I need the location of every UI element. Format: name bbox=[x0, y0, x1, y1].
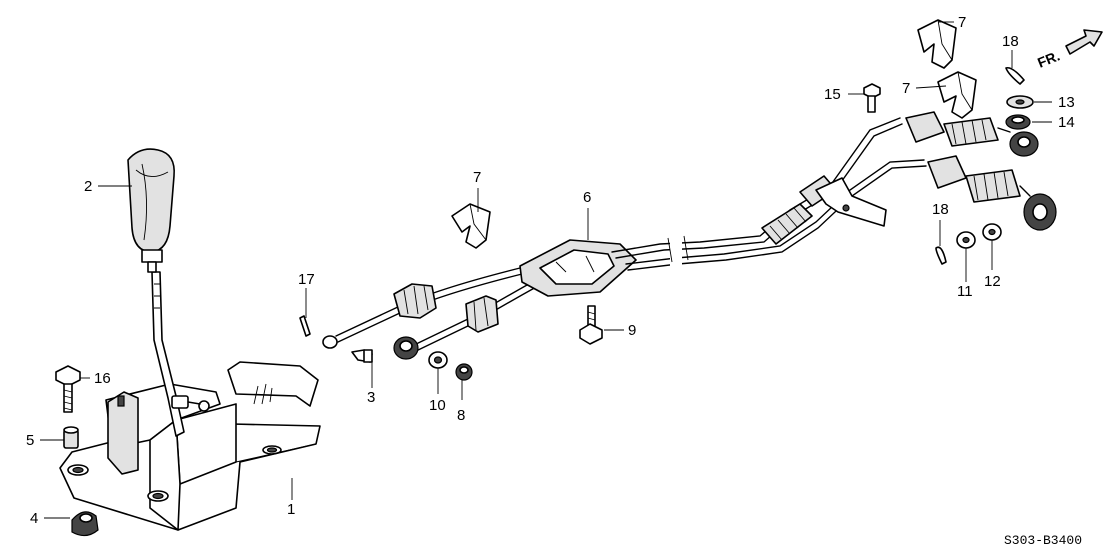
washer-part-13 bbox=[1006, 95, 1034, 109]
callout-7-top: 7 bbox=[958, 14, 966, 31]
callout-18-lower: 18 bbox=[932, 201, 949, 218]
front-direction-indicator bbox=[1065, 29, 1103, 55]
callout-7-middle: 7 bbox=[902, 80, 910, 97]
washer-part-12 bbox=[982, 223, 1002, 241]
shift-select-cable-assembly bbox=[322, 111, 1057, 360]
mount-bushing-part-4 bbox=[71, 511, 99, 537]
callout-2: 2 bbox=[84, 178, 92, 195]
callout-15: 15 bbox=[824, 86, 841, 103]
collar-part-5 bbox=[63, 426, 79, 449]
callout-labels: 1 2 3 4 5 6 7 7 7 8 9 10 11 12 13 14 15 … bbox=[26, 14, 1075, 527]
callout-13: 13 bbox=[1058, 94, 1075, 111]
callout-18-upper: 18 bbox=[1002, 33, 1019, 50]
cotter-pin-part-18-upper bbox=[1005, 66, 1025, 85]
bolt-part-9 bbox=[579, 305, 603, 345]
bushing-part-8 bbox=[455, 363, 473, 381]
leader-lines bbox=[40, 21, 1052, 519]
cable-clip-part-7-left bbox=[451, 203, 491, 249]
callout-7-left: 7 bbox=[473, 169, 481, 186]
callout-11: 11 bbox=[957, 283, 973, 300]
callout-9: 9 bbox=[628, 322, 636, 339]
callout-14: 14 bbox=[1058, 114, 1075, 131]
callout-3: 3 bbox=[367, 389, 375, 406]
callout-17: 17 bbox=[298, 271, 315, 288]
callout-4: 4 bbox=[30, 510, 38, 527]
pin-part-3 bbox=[351, 349, 373, 363]
cable-clip-part-7-top bbox=[917, 19, 957, 69]
front-direction-label: FR. bbox=[1035, 47, 1062, 70]
callout-8: 8 bbox=[457, 407, 465, 424]
bushing-part-14 bbox=[1005, 114, 1031, 130]
shift-knob bbox=[127, 148, 175, 273]
callout-12: 12 bbox=[984, 273, 1001, 290]
bolt-part-16 bbox=[55, 365, 81, 413]
bolt-part-15 bbox=[863, 83, 881, 113]
washer-part-10 bbox=[428, 351, 448, 369]
callout-1: 1 bbox=[287, 501, 295, 518]
shift-lever-rod bbox=[151, 271, 210, 437]
cotter-pin-part-17 bbox=[299, 315, 311, 337]
cotter-pin-part-18-lower bbox=[935, 246, 947, 265]
callout-6: 6 bbox=[583, 189, 591, 206]
callout-5: 5 bbox=[26, 432, 34, 449]
callout-10: 10 bbox=[429, 397, 446, 414]
shift-lever-base-bracket bbox=[59, 361, 321, 531]
washer-part-11 bbox=[956, 231, 976, 249]
cable-clip-part-7-middle bbox=[937, 71, 977, 119]
callout-16: 16 bbox=[94, 370, 111, 387]
diagram-reference-code: S303-B3400 bbox=[1004, 533, 1082, 548]
